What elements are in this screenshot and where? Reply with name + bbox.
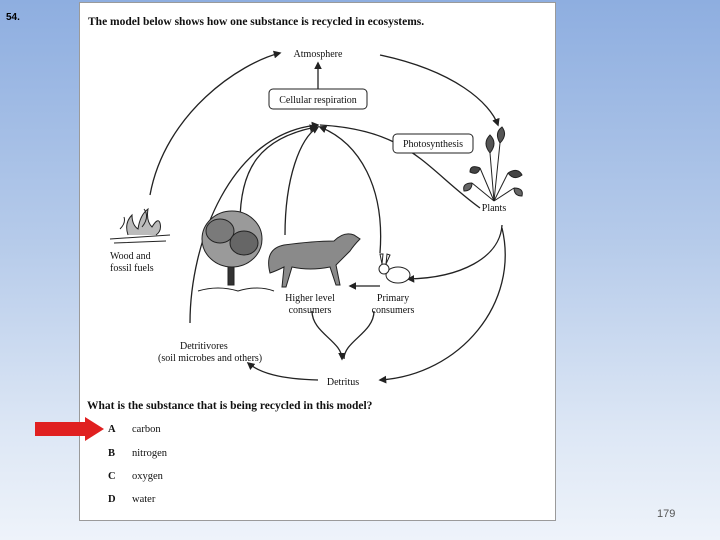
choice-letter: D	[108, 494, 116, 505]
arrow-primary-to-detritus	[343, 310, 375, 360]
arrow-fuels-to-atmosphere	[149, 50, 282, 196]
slide-number: 54.	[6, 12, 20, 23]
worksheet-page: The model below shows how one substance …	[79, 2, 556, 521]
tree-illustration	[197, 210, 275, 292]
node-detritivores-line2: (soil microbes and others)	[158, 353, 262, 364]
node-primary-consumers-line2: consumers	[372, 305, 415, 316]
arrow-higher-to-respiration	[284, 126, 320, 236]
photosynthesis-box	[392, 133, 474, 154]
arrow-plants-to-primary	[406, 224, 503, 283]
plants-illustration	[463, 126, 523, 202]
carbon-cycle-diagram: Atmosphere Cellular respiration Photosyn…	[109, 49, 523, 388]
pointer-arrow-shape	[35, 417, 104, 441]
question-text: What is the substance that is being recy…	[87, 400, 373, 412]
wood-fire-illustration	[109, 207, 171, 244]
node-photosynthesis: Photosynthesis	[403, 139, 463, 150]
rabbit-illustration	[378, 253, 411, 284]
arrow-detritus-to-detritivores	[246, 362, 319, 381]
wolf-illustration	[268, 233, 361, 288]
arrow-higher-to-detritus	[311, 310, 346, 361]
choice-text: oxygen	[132, 471, 163, 482]
node-primary-consumers-line1: Primary	[377, 293, 409, 304]
node-cellular-respiration: Cellular respiration	[279, 95, 356, 106]
choice-letter: A	[108, 424, 116, 435]
node-wood-fuels-line1: Wood and	[110, 251, 151, 262]
choice-text: water	[132, 494, 156, 505]
choice-letter: B	[108, 448, 116, 459]
node-higher-consumers-line1: Higher level	[285, 293, 335, 304]
arrow-wood-to-respiration	[239, 124, 318, 224]
arrow-plants-to-detritus	[378, 227, 506, 384]
node-plants: Plants	[482, 203, 507, 214]
arrow-atmosphere-to-plants	[379, 54, 500, 127]
choice-letter: C	[108, 471, 116, 482]
node-detritivores-line1: Detritivores	[180, 341, 228, 352]
answer-pointer-arrow-icon	[35, 417, 104, 441]
cellular-respiration-box	[268, 88, 368, 110]
choice-text: nitrogen	[132, 448, 167, 459]
node-detritus: Detritus	[327, 377, 359, 388]
node-wood-fuels-line2: fossil fuels	[110, 263, 154, 274]
node-higher-consumers-line2: consumers	[289, 305, 332, 316]
choice-text: carbon	[132, 424, 161, 435]
arrow-primary-to-respiration	[318, 125, 382, 254]
arrow-detritivores-to-respiration	[189, 121, 320, 324]
diagram-prompt: The model below shows how one substance …	[88, 16, 425, 28]
node-atmosphere: Atmosphere	[294, 49, 343, 60]
page-number: 179	[657, 508, 676, 520]
